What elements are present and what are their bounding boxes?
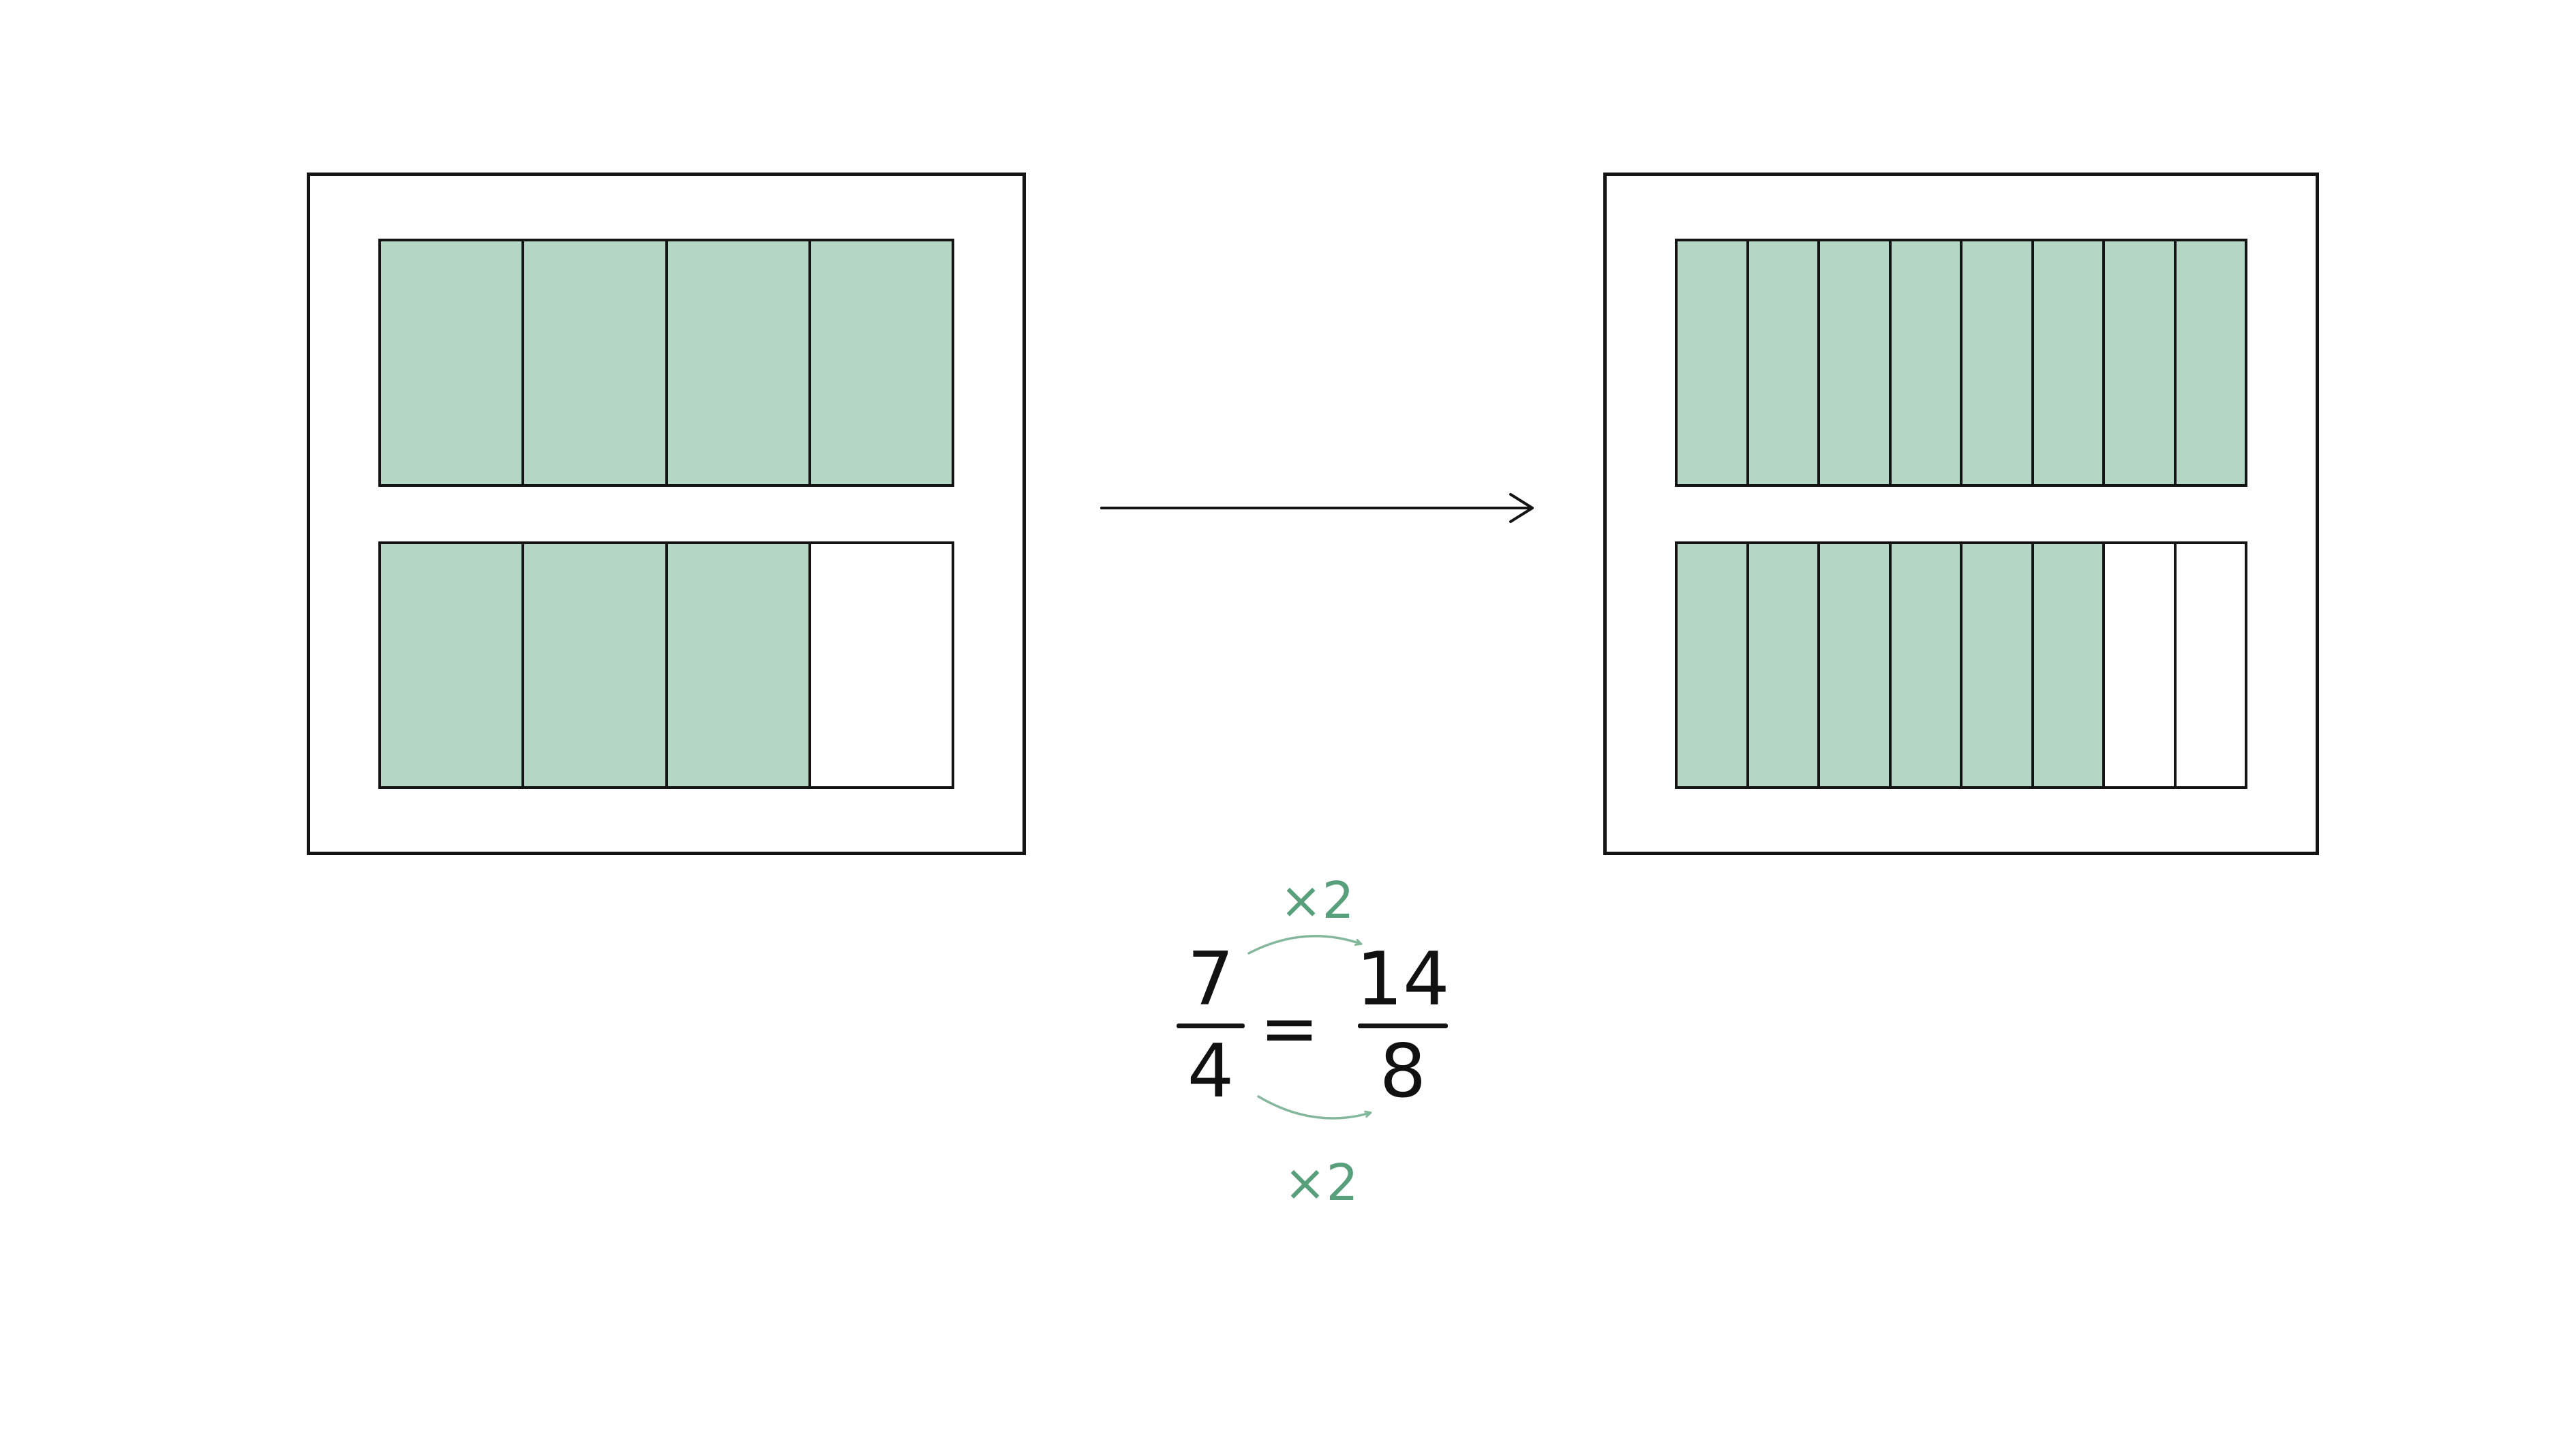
filled-cell xyxy=(1746,241,1817,484)
lhs-denominator: 4 xyxy=(1187,1029,1234,1114)
fraction-rhs: 14 8 xyxy=(1356,937,1450,1114)
rhs-fraction-bar xyxy=(1358,1024,1448,1028)
filled-cell xyxy=(1817,241,1889,484)
lhs-numerator: 7 xyxy=(1187,937,1234,1022)
filled-cell xyxy=(1817,543,1889,786)
fraction-bar-row xyxy=(378,541,954,789)
empty-cell xyxy=(2102,543,2174,786)
right-arrow xyxy=(1100,493,1534,523)
fraction-bar-row xyxy=(1675,239,2247,487)
fraction-bar-row xyxy=(1675,541,2247,789)
fraction-model-right xyxy=(1603,173,2319,855)
numerator-multiply-arc xyxy=(1247,935,1361,955)
equation: ×2 7 4 = 14 8 xyxy=(1159,865,1581,1274)
filled-cell xyxy=(1678,543,1746,786)
filled-cell xyxy=(665,543,808,786)
filled-cell xyxy=(665,241,808,484)
denominator-multiply-arrow xyxy=(1257,1095,1385,1120)
filled-cell xyxy=(2173,241,2245,484)
rhs-denominator: 8 xyxy=(1379,1029,1427,1114)
filled-cell xyxy=(1960,241,2031,484)
filled-cell xyxy=(2102,241,2174,484)
fraction-bar-row xyxy=(378,239,954,487)
right-arrow-head xyxy=(1509,493,1534,523)
denominator-multiply-arc xyxy=(1257,1095,1370,1120)
filled-cell xyxy=(381,241,522,484)
filled-cell xyxy=(521,543,665,786)
top-multiplier-label: ×2 xyxy=(1279,871,1354,930)
filled-cell xyxy=(1888,543,1960,786)
filled-cell xyxy=(2031,543,2102,786)
fraction-model-left xyxy=(307,173,1026,855)
rhs-numerator: 14 xyxy=(1356,937,1450,1022)
filled-cell xyxy=(2031,241,2102,484)
filled-cell xyxy=(521,241,665,484)
filled-cell xyxy=(1888,241,1960,484)
filled-cell xyxy=(1746,543,1817,786)
filled-cell xyxy=(1678,241,1746,484)
filled-cell xyxy=(381,543,522,786)
filled-cell xyxy=(1960,543,2031,786)
lhs-fraction-bar xyxy=(1177,1024,1245,1028)
empty-cell xyxy=(2173,543,2245,786)
filled-cell xyxy=(808,241,952,484)
fraction-lhs: 7 4 xyxy=(1177,940,1245,1112)
numerator-multiply-arrow xyxy=(1247,935,1376,955)
bottom-multiplier-label: ×2 xyxy=(1284,1154,1359,1212)
equals-sign: = xyxy=(1260,987,1320,1070)
empty-cell xyxy=(808,543,952,786)
